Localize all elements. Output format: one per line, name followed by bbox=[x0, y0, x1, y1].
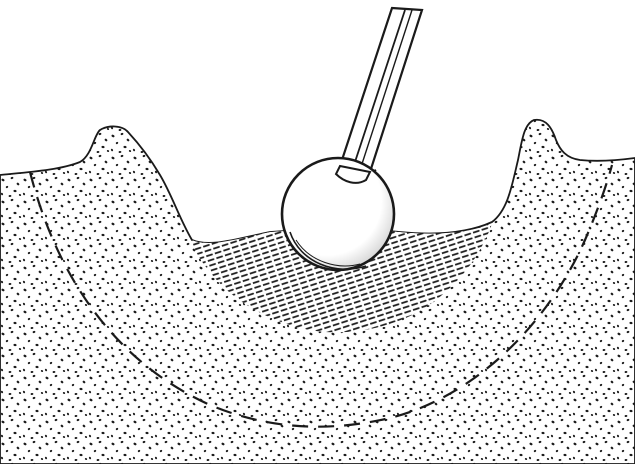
ball-tip bbox=[282, 158, 394, 270]
instrument-shaft bbox=[338, 8, 422, 174]
